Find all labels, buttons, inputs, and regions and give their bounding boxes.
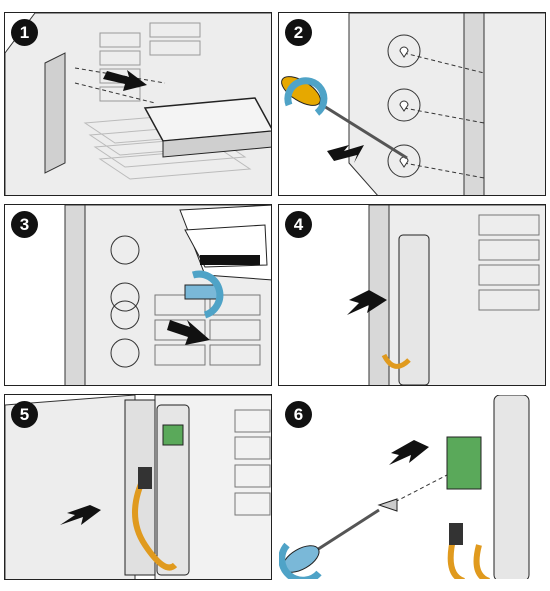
step-1-panel: 1 bbox=[4, 12, 272, 196]
screwdriver bbox=[279, 508, 380, 579]
bracket bbox=[156, 404, 190, 576]
step-4-panel: 4 bbox=[278, 204, 546, 386]
step-3-drawing bbox=[64, 205, 271, 385]
remove-arrow bbox=[389, 440, 429, 465]
step-4-badge: 4 bbox=[285, 211, 312, 238]
step-2-drawing bbox=[281, 13, 545, 195]
board bbox=[446, 436, 482, 490]
step-2-badge: 2 bbox=[285, 19, 312, 46]
step-1-drawing bbox=[5, 13, 271, 195]
screwdriver bbox=[281, 76, 408, 160]
step-3-badge: 3 bbox=[11, 211, 38, 238]
screw bbox=[377, 498, 398, 512]
pull-arrow bbox=[60, 505, 101, 525]
step-3-panel: 3 bbox=[4, 204, 272, 386]
step-1-badge: 1 bbox=[11, 19, 38, 46]
bracket bbox=[398, 234, 430, 385]
step-2-panel: 2 bbox=[278, 12, 546, 196]
step-6-panel: 6 bbox=[278, 394, 546, 580]
push-arrow bbox=[327, 145, 364, 163]
step-5-panel: 5 bbox=[4, 394, 272, 580]
remove-arrow bbox=[347, 290, 387, 315]
cable bbox=[132, 473, 178, 571]
disk-drive bbox=[143, 97, 271, 142]
step-6-drawing bbox=[279, 395, 530, 579]
slide-arrow bbox=[167, 320, 210, 345]
pull-arrow bbox=[103, 70, 147, 91]
step-4-drawing bbox=[347, 205, 545, 385]
step-5-drawing bbox=[5, 395, 271, 579]
step-6-badge: 6 bbox=[285, 401, 312, 428]
step-5-badge: 5 bbox=[11, 401, 38, 428]
screwdriver-head bbox=[184, 270, 224, 319]
bracket bbox=[493, 395, 530, 579]
